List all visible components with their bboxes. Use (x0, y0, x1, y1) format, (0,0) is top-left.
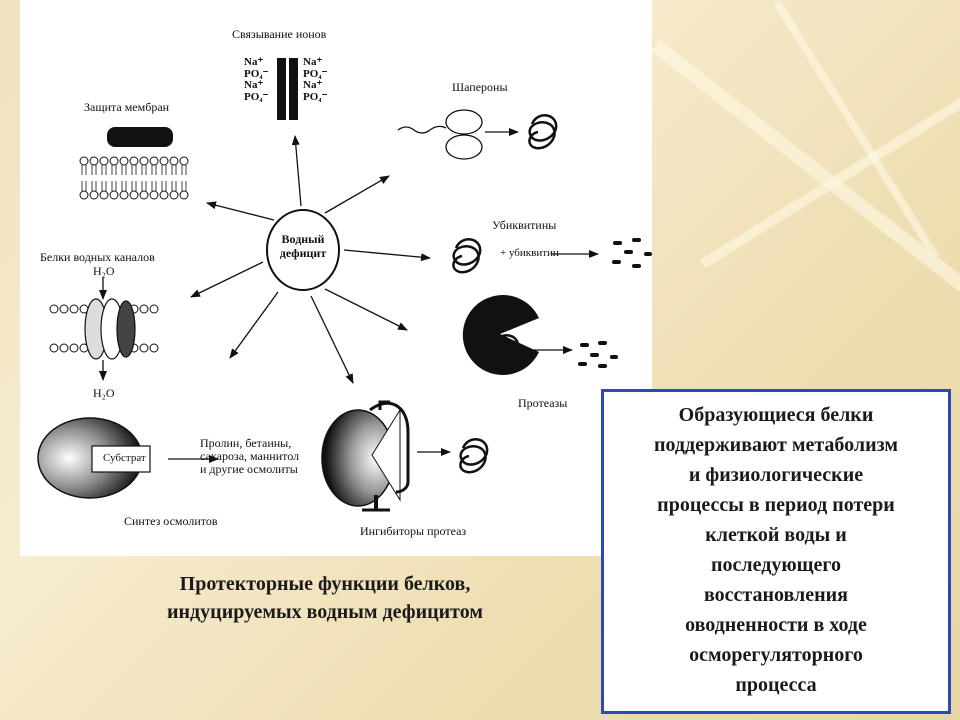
water-deficit-label: Водный дефицит (279, 232, 327, 260)
protein-functions-figure: Связывание ионов Защита мембран Шапероны… (20, 0, 652, 556)
water-channel-graphic (49, 277, 159, 381)
water-deficit-center (266, 209, 340, 291)
enzyme-graphic (37, 417, 219, 499)
h2o-top-label: H₂O (93, 264, 115, 278)
radiating-arrows (190, 135, 431, 384)
folded-protein-icon (528, 114, 558, 150)
substrate-label: Субстрат (103, 452, 146, 464)
chaperones-label: Шапероны (452, 80, 508, 94)
protease-inhibitors-label: Ингибиторы протеаз (360, 524, 467, 538)
peptide-fragments (612, 238, 652, 268)
membrane-protection-graphic (79, 127, 189, 200)
osmolytes-label: Пролин, бетаины, сахароза, маннитол и др… (200, 436, 300, 476)
chaperone-graphic (397, 109, 519, 160)
h2o-bottom-label: H₂O (93, 386, 115, 400)
protease-graphic (462, 295, 573, 375)
ion-binding-label: Связывание ионов (232, 27, 327, 41)
ion-binding-protein (277, 58, 298, 120)
protease-inhibitor-graphic (321, 400, 489, 512)
water-channels-label: Белки водных каналов (40, 250, 155, 264)
plus-ubiquitin-label: + убиквитин (500, 247, 559, 259)
ubiquitins-label: Убиквитины (492, 218, 557, 232)
ions-left: Na⁺ PO₄⁻ Na⁺ PO₄⁻ (244, 56, 269, 103)
proteases-label: Протеазы (518, 396, 568, 410)
background-streak (651, 40, 960, 310)
diagram-drawing (37, 58, 652, 512)
info-box: Образующиеся белки поддерживают метаболи… (601, 389, 951, 714)
figure-caption: Протекторные функции белков, индуцируемы… (167, 573, 483, 623)
peptide-fragments (578, 341, 618, 368)
ubiquitin-graphic (452, 238, 482, 274)
osmolyte-synthesis-label: Синтез осмолитов (124, 514, 218, 528)
ions-right: Na⁺ PO₄⁻ Na⁺ PO₄⁻ (303, 56, 328, 103)
membrane-protection-label: Защита мембран (84, 100, 170, 114)
